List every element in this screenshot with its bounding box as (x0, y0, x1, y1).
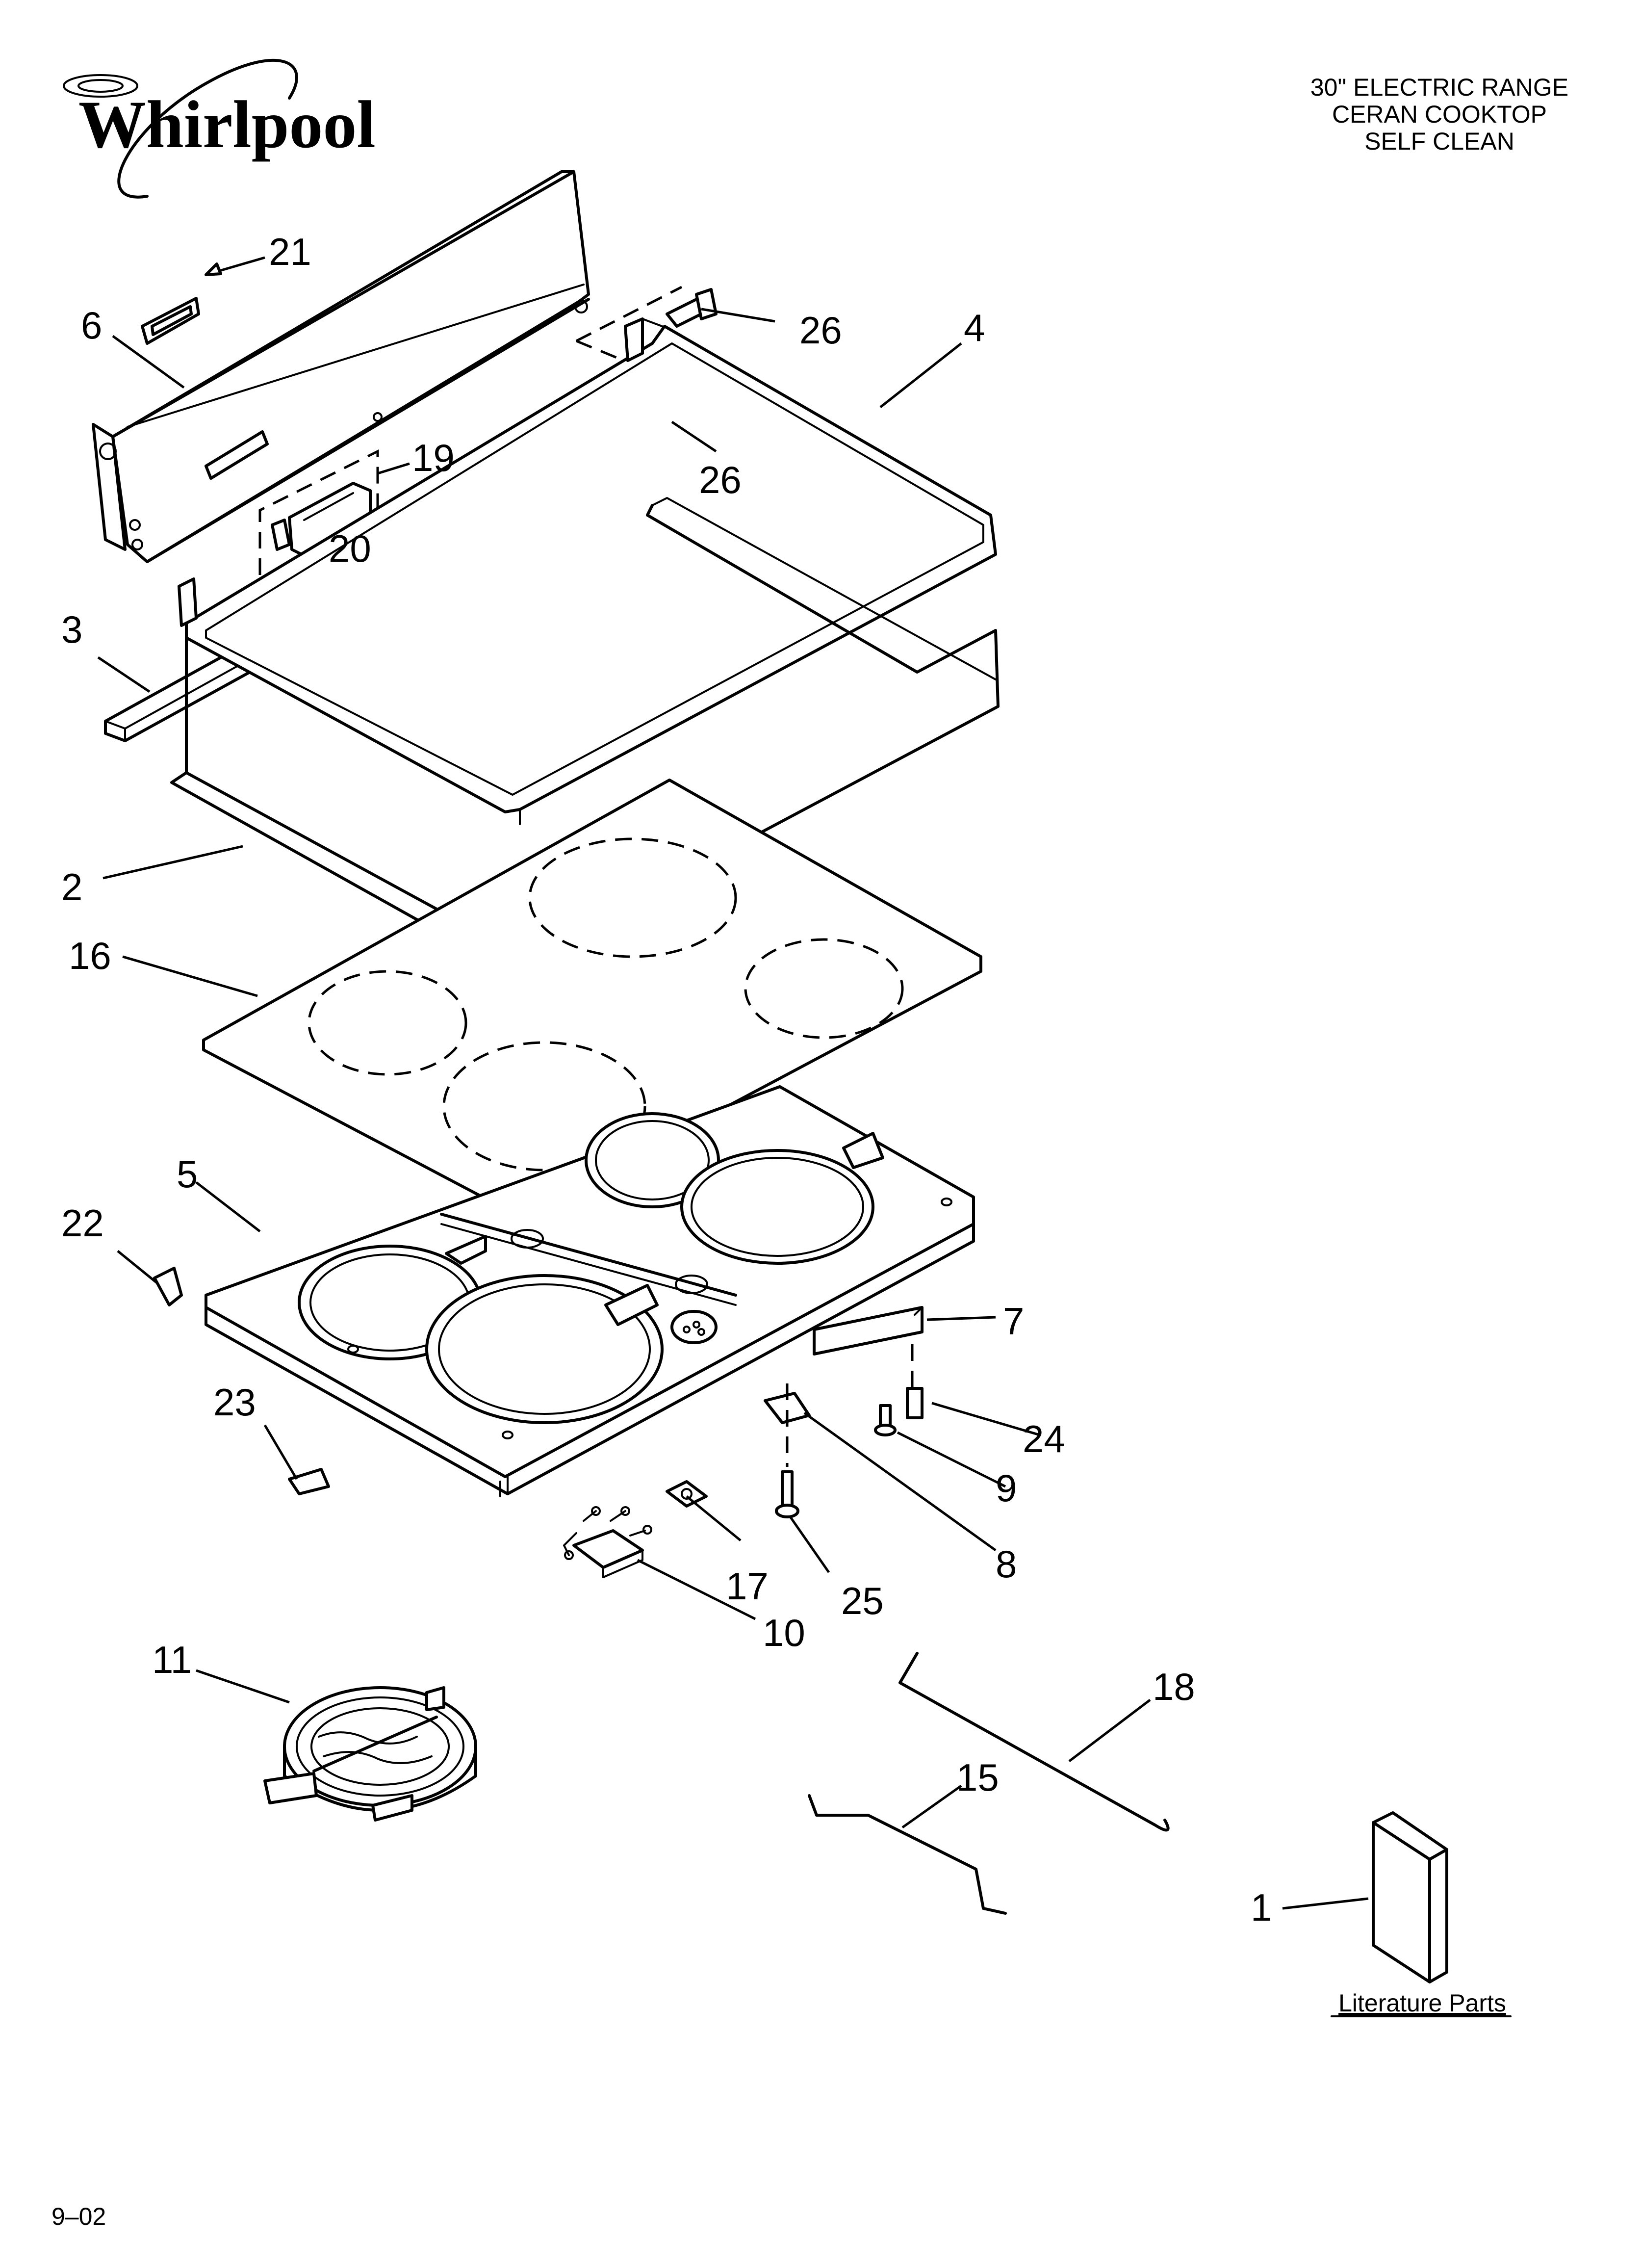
header-line-2: CERAN COOKTOP (1332, 101, 1547, 128)
part-25-screw (775, 1470, 799, 1518)
part-18-rod (898, 1652, 1170, 1832)
part-6-backguard (92, 170, 590, 563)
header-line-3: SELF CLEAN (1364, 128, 1514, 155)
callout-8: 8 (996, 1542, 1017, 1586)
leader-lines (97, 256, 1369, 1910)
logo-orbit-icon (117, 58, 298, 199)
callout-22: 22 (61, 1201, 104, 1245)
callout-6: 6 (81, 304, 102, 347)
part-26-screw-upper (666, 288, 718, 328)
callout-24: 24 (1023, 1417, 1065, 1460)
part-7-bracket (813, 1306, 924, 1356)
part-17-clip (666, 1480, 708, 1508)
callout-7: 7 (1003, 1300, 1024, 1343)
callout-11: 11 (152, 1638, 192, 1681)
burner-zone-front-right (442, 1041, 646, 1172)
callout-25: 25 (841, 1579, 884, 1622)
whirlpool-logo: Whirlpool (63, 58, 376, 199)
callout-23: 23 (213, 1381, 256, 1424)
callout-5: 5 (177, 1152, 198, 1196)
part-10-terminal-block (563, 1506, 652, 1578)
part-24-screw (906, 1344, 924, 1419)
callout-3: 3 (61, 608, 82, 651)
model-header: 30" ELECTRIC RANGE CERAN COOKTOP SELF CL… (1310, 74, 1568, 155)
brand-logo-text: Whirlpool (78, 87, 376, 162)
part-9-screw (874, 1404, 897, 1436)
part-11-radiant-element (263, 1686, 477, 1822)
part-8-clip (764, 1383, 811, 1467)
callout-10: 10 (763, 1611, 805, 1654)
date-code: 9–02 (51, 2203, 106, 2230)
burner-zone-rear-right (744, 938, 904, 1039)
header-line-1: 30" ELECTRIC RANGE (1310, 74, 1568, 101)
screw-mount-guide (575, 286, 683, 377)
part-1-literature (1372, 1811, 1448, 1983)
part-5-support-pan (205, 1085, 975, 1497)
part-20-clip (271, 519, 291, 551)
callout-26-upper: 26 (799, 309, 842, 352)
callout-15: 15 (956, 1756, 999, 1799)
part-23-clip (288, 1468, 330, 1495)
literature-parts-label: Literature Parts (1338, 1989, 1506, 2017)
callout-19: 19 (412, 436, 455, 479)
part-15-rod (808, 1794, 1007, 1915)
logo-swirl-inner-icon (77, 79, 124, 93)
callout-26-lower: 26 (699, 458, 742, 501)
callout-16: 16 (69, 934, 111, 977)
callout-1: 1 (1251, 1886, 1272, 1929)
callout-21: 21 (269, 230, 311, 273)
callout-20: 20 (329, 527, 371, 570)
burner-zone-rear-left (528, 837, 737, 958)
callouts: 21 6 26 4 26 19 20 3 2 16 5 22 7 24 23 9… (61, 230, 1272, 1929)
panel-cutout-icon (205, 430, 269, 480)
burner-zone-front-left (308, 970, 467, 1076)
callout-17: 17 (726, 1564, 769, 1608)
part-21-label (141, 297, 200, 345)
logo-swirl-icon (63, 74, 138, 98)
part-22-clip (153, 1267, 183, 1306)
callout-2: 2 (61, 865, 82, 909)
callout-18: 18 (1153, 1665, 1195, 1708)
callout-4: 4 (964, 306, 985, 349)
callout-9: 9 (996, 1466, 1017, 1510)
